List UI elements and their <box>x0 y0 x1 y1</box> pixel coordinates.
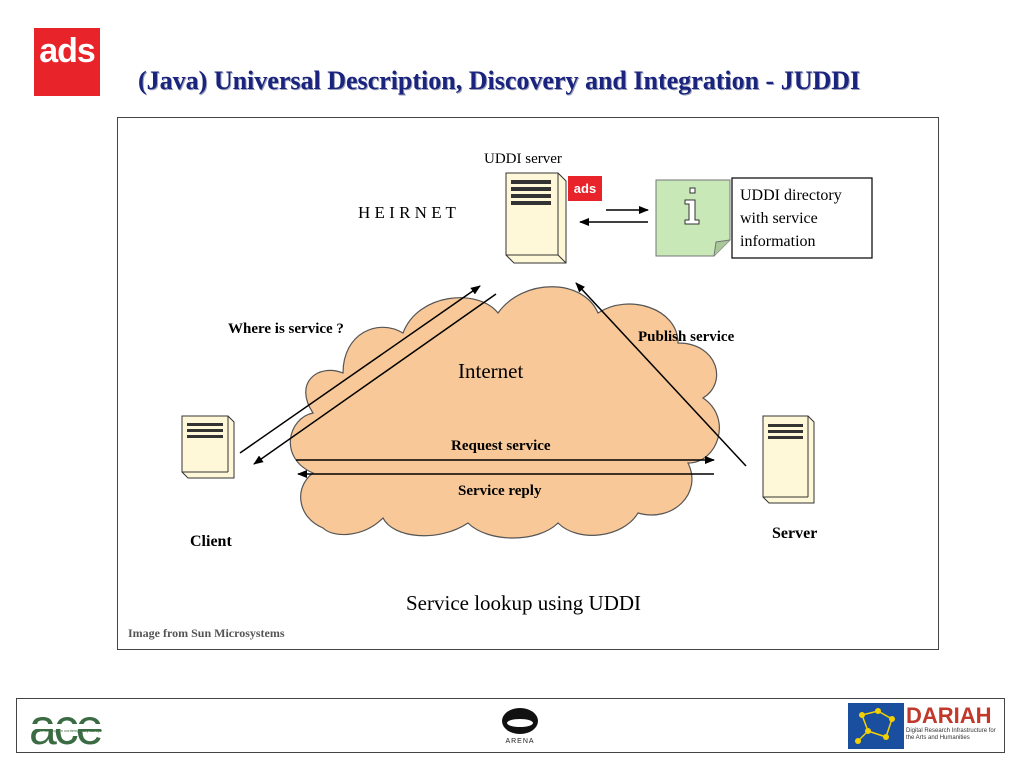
directory-line-3: information <box>740 233 816 250</box>
server-label: Server <box>772 525 817 542</box>
arena-text: ARENA <box>505 738 535 745</box>
request-service-label: Request service <box>451 438 551 454</box>
image-credit: Image from Sun Microsystems <box>128 626 285 640</box>
arrow-where-is-service <box>239 285 481 454</box>
directory-note-icon <box>655 179 731 257</box>
uddi-server-icon <box>505 172 567 264</box>
footer-logos: ace archaeology in contemporary europe A… <box>16 698 1005 755</box>
heirnet-label: H E I R N E T <box>358 203 457 222</box>
directory-line-2: with service <box>740 210 818 227</box>
figure-caption: Service lookup using UDDI <box>406 591 641 615</box>
arena-logo-graphic <box>502 708 538 734</box>
ads-logo-text: ads <box>39 32 96 70</box>
uddi-diagram: Internet UDDI server H E I R N E T ads <box>181 151 873 615</box>
where-is-service-label: Where is service ? <box>228 321 344 337</box>
page-title: (Java) Universal Description, Discovery … <box>138 66 861 95</box>
uddi-server-label: UDDI server <box>484 151 562 167</box>
ads-logo: ads <box>34 28 100 96</box>
service-reply-label: Service reply <box>458 483 542 499</box>
internet-cloud <box>289 286 720 539</box>
dariah-emblem <box>848 703 904 749</box>
dariah-logo: DARIAH Digital Research Infrastructure f… <box>848 703 998 749</box>
client-computer-icon <box>181 415 235 479</box>
cloud-label: Internet <box>458 359 523 383</box>
ace-logo: ace archaeology in contemporary europe <box>27 699 157 755</box>
ads-badge <box>568 176 602 201</box>
dariah-subtitle: Digital Research Infrastructure for the … <box>906 728 996 741</box>
directory-box <box>731 177 873 259</box>
dariah-name: DARIAH <box>906 703 992 728</box>
server-computer-icon <box>762 415 815 504</box>
ads-badge-text: ads <box>574 181 596 196</box>
arrow-publish-service <box>575 282 747 467</box>
arrow-service-location <box>253 293 497 465</box>
directory-line-1: UDDI directory <box>740 187 842 204</box>
client-label: Client <box>190 533 232 550</box>
arena-logo: ARENA <box>495 705 545 749</box>
publish-service-label: Publish service <box>638 329 735 345</box>
ace-logo-graphic: ace <box>27 699 157 755</box>
uddi-diagram-figure: Internet UDDI server H E I R N E T ads <box>117 117 939 650</box>
ace-subtitle: archaeology in contemporary europe <box>37 728 103 733</box>
